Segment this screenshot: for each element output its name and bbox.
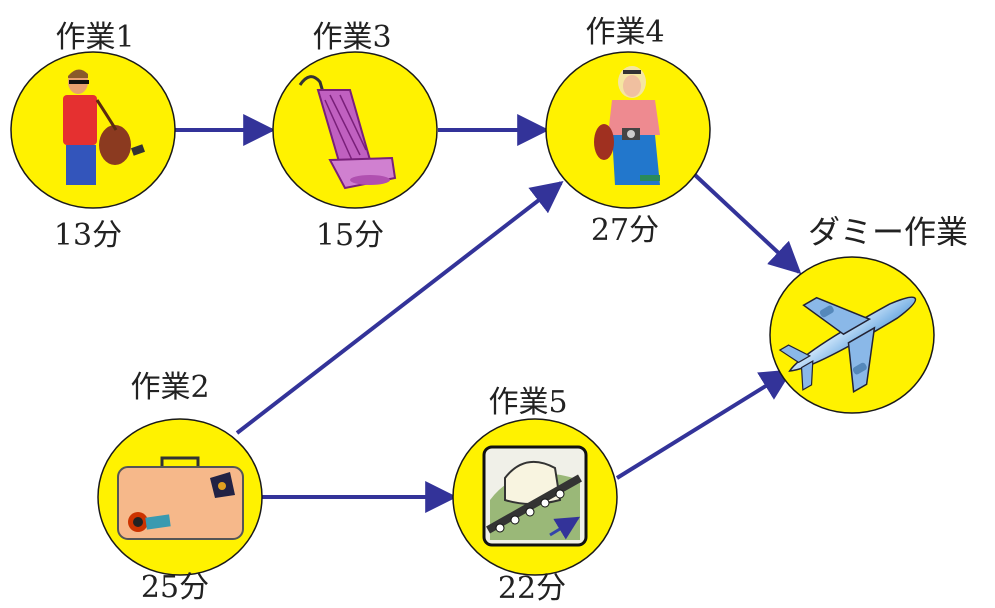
node-task4: 作業4 27分 xyxy=(545,15,711,248)
node-task4-duration: 27分 xyxy=(591,213,659,248)
node-task5-duration: 22分 xyxy=(498,571,566,606)
arrows xyxy=(175,114,802,513)
traveler-man-icon xyxy=(63,69,146,185)
node-dummy: ダミー作業 xyxy=(769,213,968,414)
node-task5-title: 作業5 xyxy=(488,385,567,420)
airplane-icon xyxy=(778,296,917,394)
node-task1-title: 作業1 xyxy=(55,20,134,55)
vacuum-cleaner-icon xyxy=(298,75,397,190)
node-task5: 作業5 22分 xyxy=(452,385,618,606)
node-task3-title: 作業3 xyxy=(312,20,391,55)
suitcase-icon xyxy=(117,456,244,540)
traveler-woman-icon xyxy=(594,66,660,185)
node-task3: 作業3 15分 xyxy=(272,20,438,253)
node-task1: 作業1 13分 xyxy=(10,20,176,253)
node-task2-duration: 25分 xyxy=(141,570,209,605)
arrow-task4-to-dummy xyxy=(693,173,802,275)
arrow-task5-to-dummy xyxy=(615,369,793,480)
baggage-carousel-icon xyxy=(482,445,588,547)
node-task4-title: 作業4 xyxy=(585,15,664,50)
arrow-task2-to-task4 xyxy=(235,181,564,435)
node-task1-duration: 13分 xyxy=(54,218,122,253)
node-task2-title: 作業2 xyxy=(130,370,209,405)
node-dummy-title: ダミー作業 xyxy=(808,213,968,251)
node-task3-duration: 15分 xyxy=(316,218,384,253)
node-task2: 作業2 25分 xyxy=(97,370,263,605)
